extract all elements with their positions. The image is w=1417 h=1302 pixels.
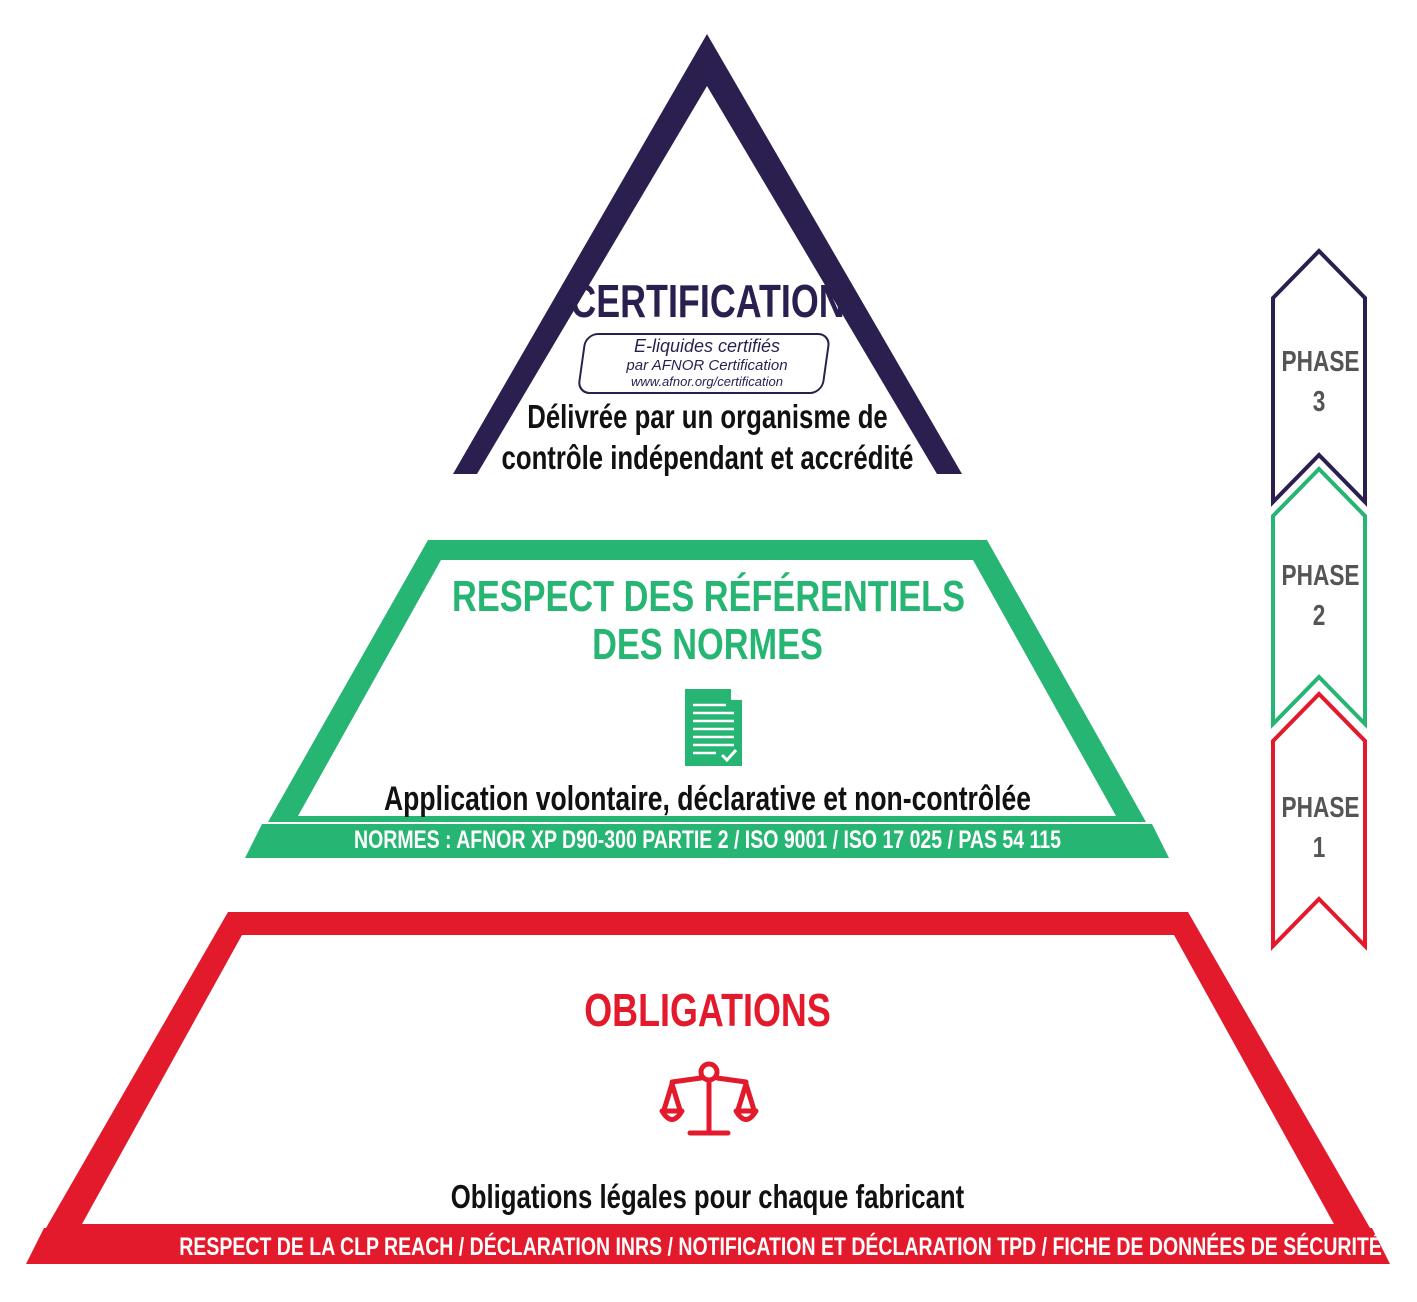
phase-arrow-2 xyxy=(1271,466,1367,729)
norms-band-text: NORMES : AFNOR XP D90-300 PARTIE 2 / ISO… xyxy=(354,826,1061,854)
phase-arrow-1 xyxy=(1271,691,1367,951)
phase-3-number: 3 xyxy=(1312,386,1326,418)
phase-3-label: PHASE 3 xyxy=(1281,342,1360,422)
badge-line-1: E-liquides certifiés xyxy=(633,336,781,356)
certification-title: CERTIFICATION xyxy=(570,275,845,327)
phase-2-label: PHASE 2 xyxy=(1281,556,1360,636)
obligations-band xyxy=(26,1228,1390,1264)
norms-band xyxy=(245,824,1169,858)
obligations-description: Obligations légales pour chaque fabrican… xyxy=(450,1178,965,1215)
norms-description: Application volontaire, déclarative et n… xyxy=(384,780,1031,818)
norms-title: RESPECT DES RÉFÉRENTIELS DES NORMES xyxy=(452,572,966,669)
certification-triangle xyxy=(453,34,962,474)
afnor-badge-frame xyxy=(578,333,830,394)
obligations-title: OBLIGATIONS xyxy=(584,984,831,1036)
phase-1-number: 1 xyxy=(1312,832,1326,864)
certification-description-line-1: Délivrée par un organisme de xyxy=(527,398,888,435)
certification-description-line-2: contrôle indépendant et accrédité xyxy=(501,439,914,476)
phase-1-label: PHASE 1 xyxy=(1281,788,1360,868)
document-check-icon xyxy=(685,688,743,766)
phase-arrow-3 xyxy=(1271,248,1367,507)
phase-2-word: PHASE xyxy=(1281,560,1360,592)
certification-description: Délivrée par un organisme de contrôle in… xyxy=(491,396,924,478)
afnor-badge: E-liquides certifiés par AFNOR Certifica… xyxy=(583,332,831,395)
norms-title-line-1: RESPECT DES RÉFÉRENTIELS xyxy=(452,572,966,621)
obligations-band-text: RESPECT DE LA CLP REACH / DÉCLARATION IN… xyxy=(179,1233,1417,1261)
phase-3-word: PHASE xyxy=(1281,346,1360,378)
badge-line-2: par AFNOR Certification xyxy=(626,357,788,374)
scales-icon xyxy=(659,1061,759,1136)
norms-title-line-2: DES NORMES xyxy=(592,620,823,669)
phase-1-word: PHASE xyxy=(1281,792,1360,824)
badge-line-3: www.afnor.org/certification xyxy=(631,374,783,389)
phase-2-number: 2 xyxy=(1312,600,1326,632)
